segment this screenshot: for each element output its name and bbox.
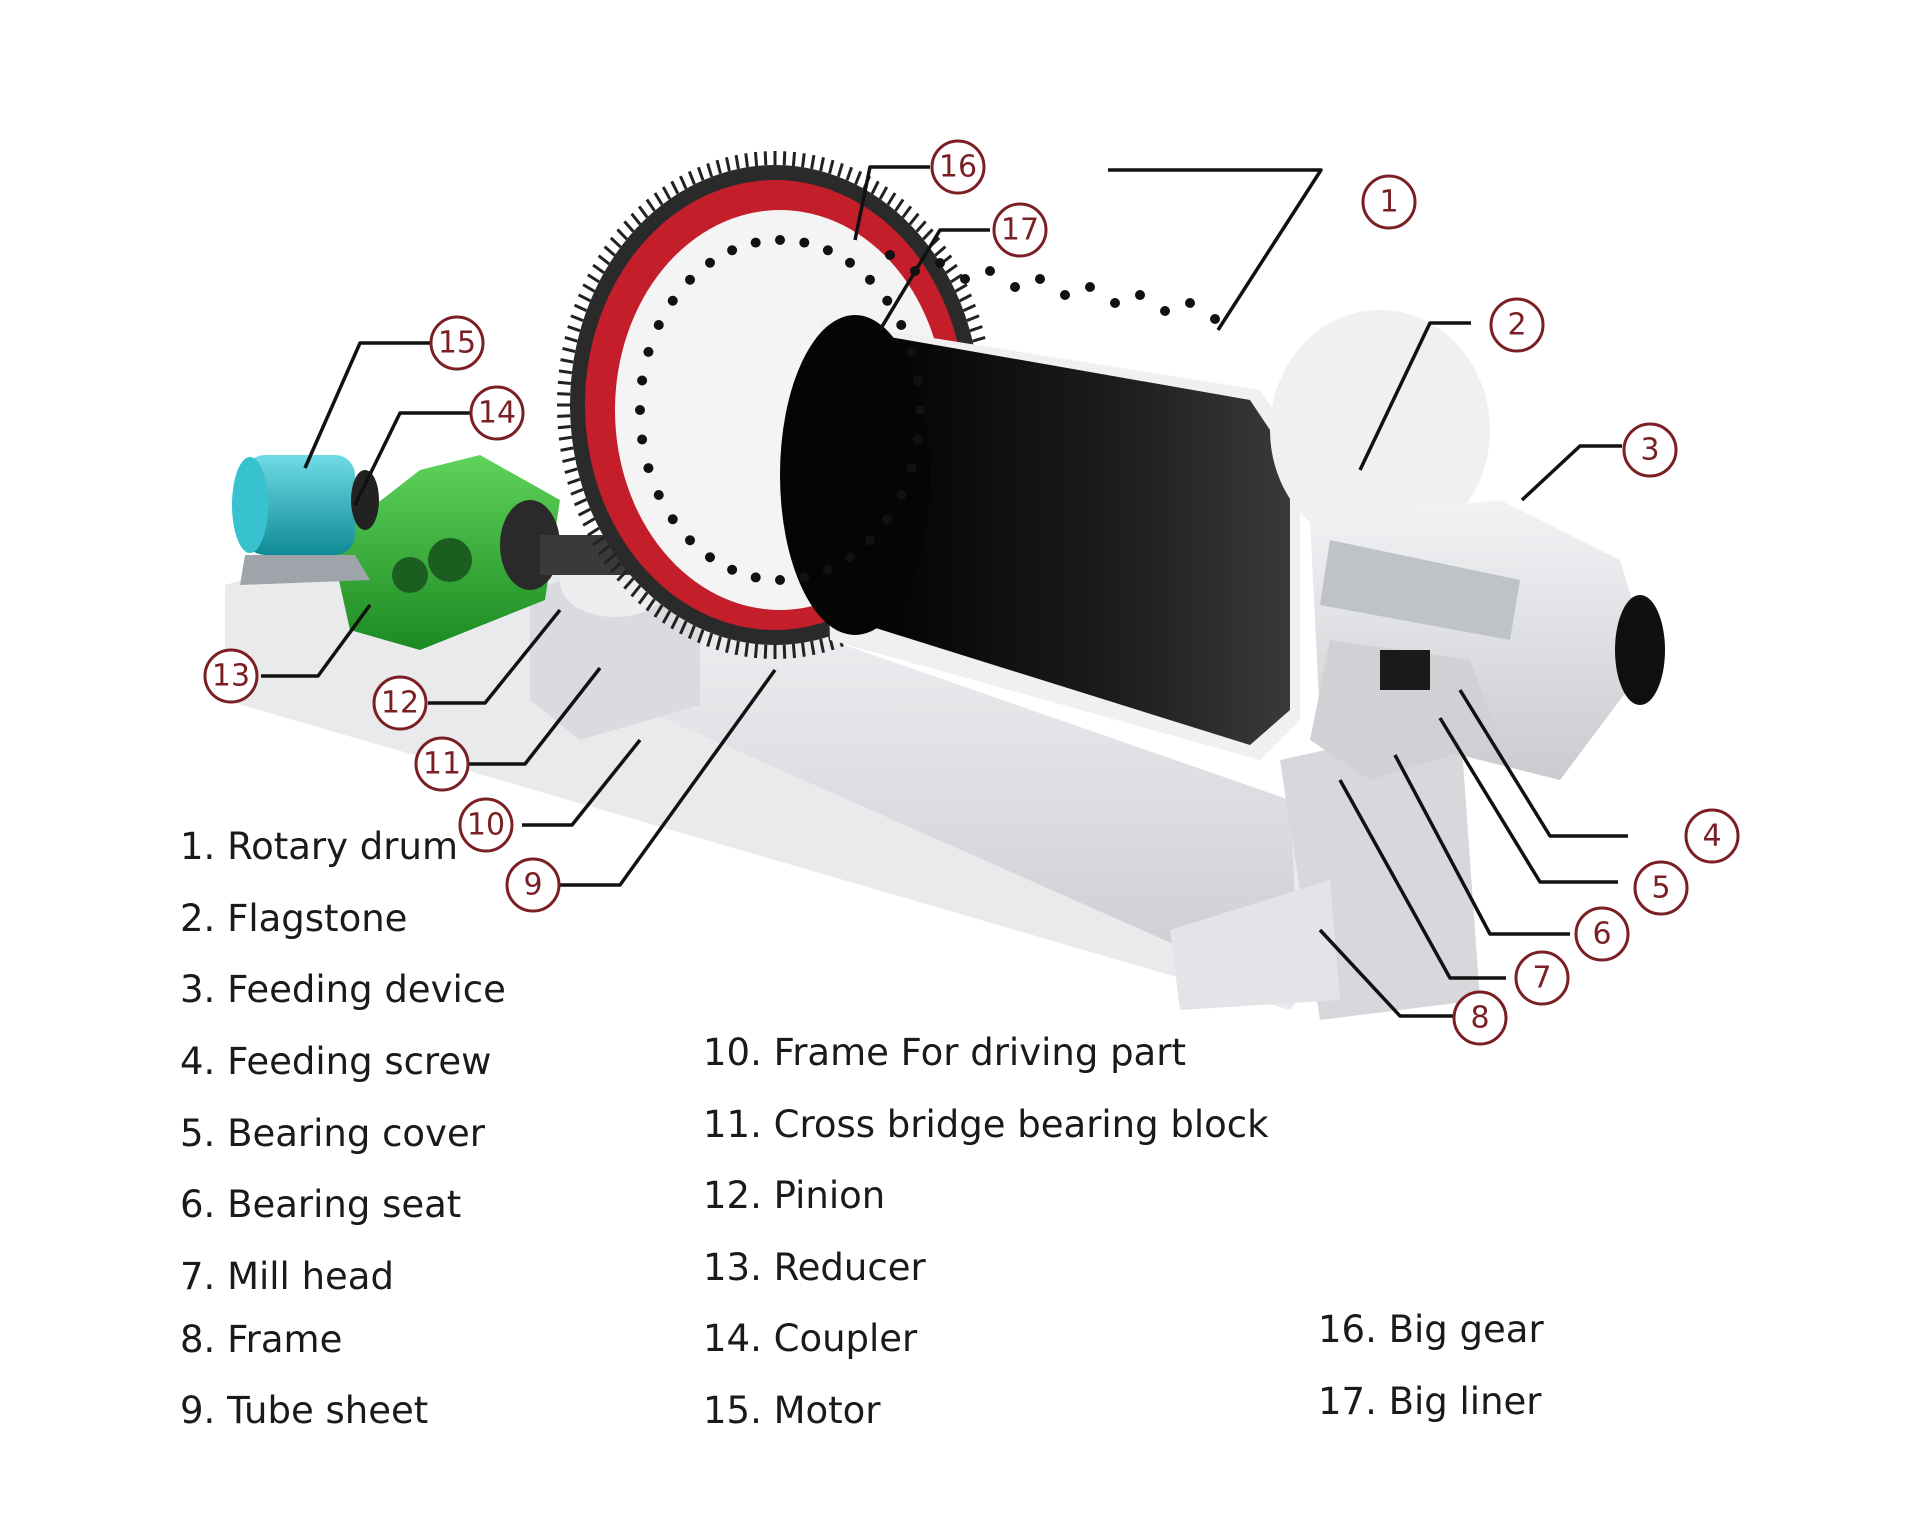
svg-text:11: 11 [423,747,461,782]
legend-item-10: 10. Frame For driving part [703,1031,1186,1074]
svg-text:8: 8 [1470,1001,1489,1036]
callout-7: 7 [1514,950,1570,1006]
reducer [330,455,560,650]
legend-item-6: 6. Bearing seat [180,1183,462,1226]
legend-item-17: 17. Big liner [1318,1380,1542,1423]
callout-10: 10 [458,797,514,853]
bearing-seat [1310,640,1500,780]
legend-item-2: 2. Flagstone [180,897,408,940]
callout-14: 14 [469,385,525,441]
svg-text:9: 9 [523,868,542,903]
legend-item-3: 3. Feeding device [180,968,506,1011]
svg-text:2: 2 [1507,308,1526,343]
svg-text:15: 15 [438,326,476,361]
svg-text:1: 1 [1379,185,1398,220]
legend-item-12: 12. Pinion [703,1174,886,1217]
legend-item-15: 15. Motor [703,1389,881,1432]
callout-3: 3 [1622,422,1678,478]
legend-item-11: 11. Cross bridge bearing block [703,1103,1269,1146]
callout-11: 11 [414,736,470,792]
callout-12: 12 [372,675,428,731]
bolt-rows [635,235,1220,585]
legend-item-8: 8. Frame [180,1318,343,1361]
rotary-drum [780,310,1490,760]
svg-text:17: 17 [1001,213,1039,248]
legend-item-1: 1. Rotary drum [180,825,458,868]
leader-lines [261,165,1628,1018]
svg-text:14: 14 [478,396,516,431]
legend-item-9: 9. Tube sheet [180,1389,429,1432]
svg-text:10: 10 [467,808,505,843]
legend-item-13: 13. Reducer [703,1246,926,1289]
svg-text:7: 7 [1532,961,1551,996]
svg-text:12: 12 [381,686,419,721]
svg-text:3: 3 [1640,433,1659,468]
svg-text:5: 5 [1651,871,1670,906]
legend-item-4: 4. Feeding screw [180,1040,492,1083]
callout-2: 2 [1489,297,1545,353]
callout-8: 8 [1452,990,1508,1046]
callout-16: 16 [930,139,986,195]
legend-item-7: 7. Mill head [180,1255,394,1298]
callout-17: 17 [992,202,1048,258]
motor [232,455,370,585]
svg-text:13: 13 [212,659,250,694]
svg-text:4: 4 [1702,819,1721,854]
callout-15: 15 [429,315,485,371]
callout-13: 13 [203,648,259,704]
svg-text:6: 6 [1592,917,1611,952]
callout-5: 5 [1633,860,1689,916]
callout-1: 1 [1361,174,1417,230]
svg-text:16: 16 [939,150,977,185]
legend-item-14: 14. Coupler [703,1317,918,1360]
callout-4: 4 [1684,808,1740,864]
callout-9: 9 [505,857,561,913]
legend-item-16: 16. Big gear [1318,1308,1544,1351]
callout-6: 6 [1574,906,1630,962]
legend-item-5: 5. Bearing cover [180,1112,485,1155]
